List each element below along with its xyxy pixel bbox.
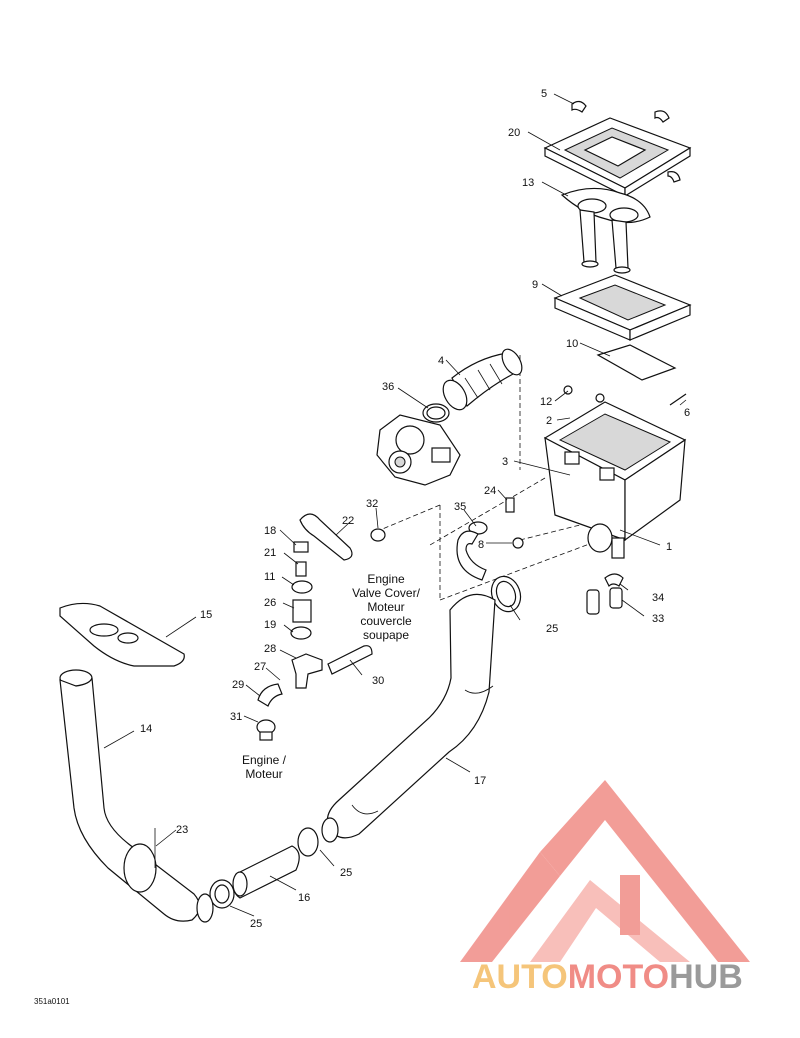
callout-23: 23 — [176, 824, 188, 836]
callout-12: 12 — [540, 396, 552, 408]
callout-4: 4 — [438, 355, 444, 367]
part-13-velocity-stacks — [560, 187, 651, 274]
part-33-34-drain — [586, 573, 624, 615]
callout-28: 28 — [264, 643, 276, 655]
small-hardware — [468, 385, 687, 549]
callout-16: 16 — [298, 892, 310, 904]
valve-note-line1: Engine — [367, 572, 405, 586]
t-fitting-assembly — [256, 645, 373, 741]
part-15-pad — [59, 602, 185, 667]
watermark-moto: MOTO — [568, 958, 669, 996]
engine-valve-cover-note: Engine Valve Cover/ Moteur couvercle sou… — [352, 572, 420, 642]
callout-25c: 25 — [250, 918, 262, 930]
callout-29: 29 — [232, 679, 244, 691]
part-9-air-filter — [553, 274, 692, 341]
engine-note-line1: Engine / — [242, 753, 287, 767]
callout-labels: 5 20 13 9 10 4 36 12 2 6 3 24 1 35 8 32 … — [140, 88, 690, 930]
callout-21: 21 — [264, 547, 276, 559]
callout-25b: 25 — [340, 867, 352, 879]
watermark-auto: AUTO — [472, 958, 568, 996]
callout-22: 22 — [342, 515, 354, 527]
callout-34: 34 — [652, 592, 664, 604]
valve-note-line5: soupape — [363, 628, 409, 642]
callout-36: 36 — [382, 381, 394, 393]
callout-14: 14 — [140, 723, 152, 735]
callout-20: 20 — [508, 127, 520, 139]
callout-30: 30 — [372, 675, 384, 687]
callout-26: 26 — [264, 597, 276, 609]
callout-33: 33 — [652, 613, 664, 625]
callout-35: 35 — [454, 501, 466, 513]
part-16-coupler — [232, 845, 300, 899]
part-10-filter-pad — [596, 344, 677, 381]
callout-15: 15 — [200, 609, 212, 621]
callout-10: 10 — [566, 338, 578, 350]
callout-11: 11 — [264, 571, 275, 583]
small-hoses — [299, 513, 487, 581]
callout-13: 13 — [522, 177, 534, 189]
callout-24: 24 — [484, 485, 496, 497]
callout-32: 32 — [366, 498, 378, 510]
part-25-clamps-lower — [209, 817, 339, 909]
callout-2: 2 — [546, 415, 552, 427]
drawing-code: 351a0101 — [34, 997, 70, 1006]
throttle-body — [376, 414, 461, 486]
part-1-airbox-body — [543, 401, 687, 559]
part-17-intake-hose — [326, 593, 496, 839]
engine-note: Engine / Moteur — [242, 753, 287, 781]
part-5-clips — [571, 100, 681, 183]
part-36-clamp — [422, 403, 450, 423]
callout-25a: 25 — [546, 623, 558, 635]
callout-31: 31 — [230, 711, 242, 723]
engine-note-line2: Moteur — [245, 767, 282, 781]
callout-9: 9 — [532, 279, 538, 291]
callout-1: 1 — [666, 541, 672, 553]
callout-6: 6 — [684, 407, 690, 419]
callout-17: 17 — [474, 775, 486, 787]
valve-note-line2: Valve Cover/ — [352, 586, 420, 600]
callout-19: 19 — [264, 619, 276, 631]
part-20-airbox-cover — [543, 117, 692, 198]
watermark-hub: HUB — [669, 958, 743, 996]
callout-3: 3 — [502, 456, 508, 468]
breather-stack — [290, 541, 313, 640]
valve-note-line4: couvercle — [360, 614, 412, 628]
callout-27: 27 — [254, 661, 266, 673]
leader-lines — [103, 93, 687, 917]
valve-note-line3: Moteur — [367, 600, 404, 614]
callout-5: 5 — [541, 88, 547, 100]
part-25-clamp-airbox — [490, 575, 522, 613]
part-4-intake-boot — [442, 348, 523, 411]
watermark-wordmark: AUTOMOTOHUB — [472, 958, 743, 996]
callout-18: 18 — [264, 525, 276, 537]
part-14-intake-pipe — [59, 669, 214, 923]
watermark-logo-mark — [460, 780, 750, 962]
part-23-strap — [123, 828, 157, 893]
callout-8: 8 — [478, 539, 484, 551]
